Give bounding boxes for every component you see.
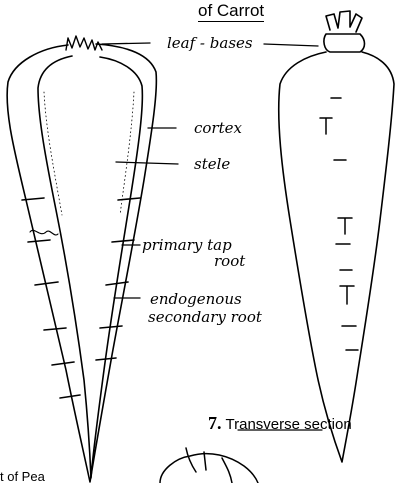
section7-title: Transverse section	[226, 416, 352, 433]
ls-leaf-bases	[66, 36, 102, 50]
label-primary-tap-root-line1: primary tap	[142, 238, 232, 253]
carrot-title-text: of Carrot	[198, 1, 264, 22]
leader-leaf-bases-right	[264, 44, 318, 46]
ls-inner-outline	[38, 56, 142, 478]
whole-carrot	[279, 11, 394, 462]
label-leaf-bases: leaf - bases	[167, 36, 253, 51]
ts-outer-arc	[160, 454, 258, 483]
label-endogenous-line2: secondary root	[148, 310, 262, 325]
label-endogenous-line1: endogenous	[150, 292, 242, 307]
label-primary-tap-root-line2: root	[214, 254, 245, 269]
longitudinal-section	[7, 36, 156, 482]
ls-inner-edge-dots	[44, 92, 134, 215]
wc-surface-marks	[320, 98, 358, 350]
ls-outer-outline	[7, 44, 156, 482]
label-cortex: cortex	[194, 121, 242, 136]
wc-leaf-bases	[324, 11, 365, 52]
transverse-section-fragment	[160, 448, 258, 483]
section7-number: 7.	[208, 413, 222, 433]
footer-caption-fragment: t of Pea	[0, 470, 45, 483]
wc-outline	[279, 52, 394, 462]
carrot-title-fragment: of Carrot	[198, 2, 264, 19]
label-stele: stele	[194, 157, 230, 172]
leader-leaf-bases-left	[102, 43, 150, 44]
section7-heading: 7. Transverse section	[208, 414, 352, 433]
